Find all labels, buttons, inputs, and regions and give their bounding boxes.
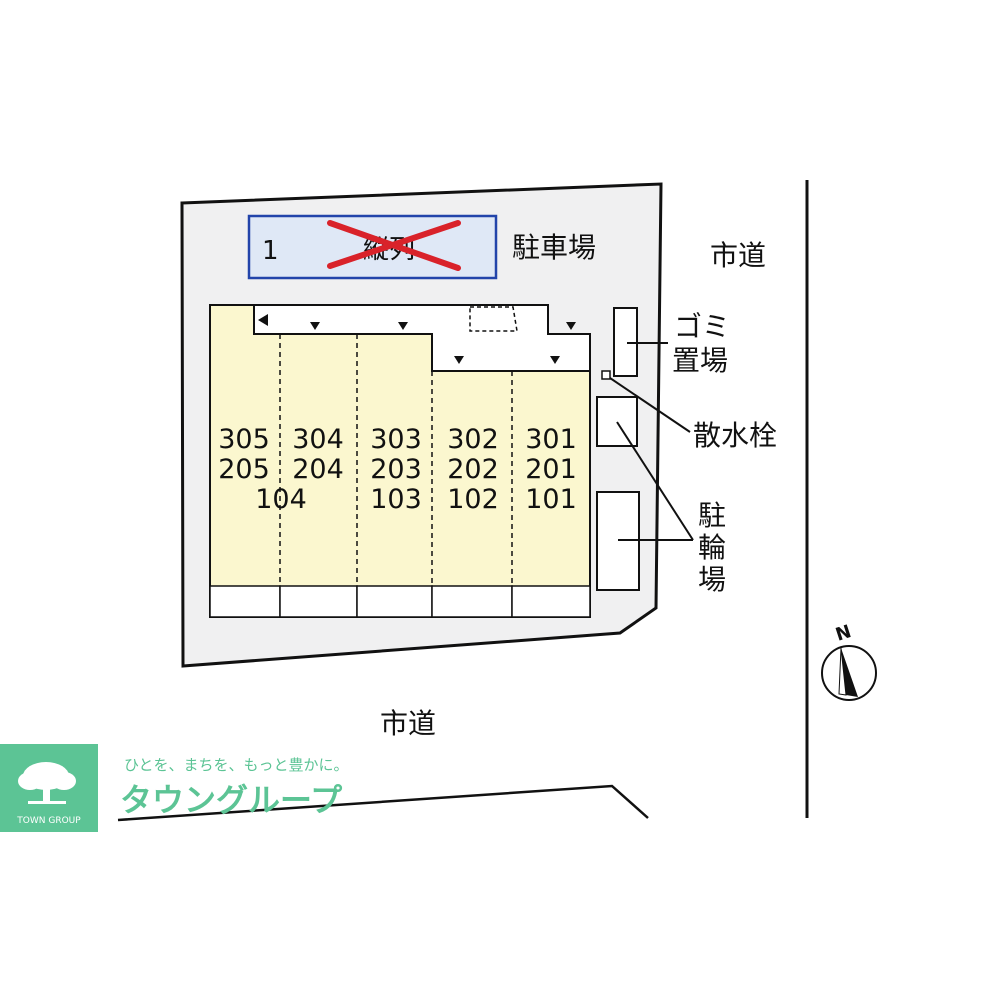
parking-cross-out — [327, 220, 461, 271]
unit-204: 204 — [292, 454, 344, 485]
unit-301: 301 — [525, 424, 577, 455]
unit-103: 103 — [370, 484, 422, 515]
unit-104: 104 — [255, 484, 307, 515]
unit-303: 303 — [370, 424, 422, 455]
bike-label-line3: 場 — [698, 563, 726, 596]
east-road-label: 市道 — [710, 239, 766, 272]
north-compass: N — [821, 621, 877, 701]
bike-parking-a — [596, 396, 638, 447]
unit-labels: 305 205 104 304 204 303 203 103 302 202 … — [218, 424, 577, 515]
brand-tagline: ひとを、まちを、もっと豊かに。 — [124, 756, 349, 774]
parking-space-number: 1 — [262, 236, 279, 266]
brand-name: タウングループ — [120, 781, 343, 819]
entrance-markers — [258, 314, 576, 364]
south-road-label: 市道 — [380, 707, 436, 740]
unit-203: 203 — [370, 454, 422, 485]
parking-label: 駐車場 — [512, 231, 596, 264]
balcony-row — [209, 585, 591, 618]
corridor — [253, 304, 591, 372]
south-road-edge — [117, 784, 649, 822]
unit-102: 102 — [447, 484, 499, 515]
bike-label-line2: 輪 — [698, 531, 726, 564]
logo-text: TOWN GROUP — [16, 816, 81, 826]
bike-label-line1: 駐 — [698, 499, 726, 532]
hydrant-marker — [601, 370, 611, 380]
tree-icon — [18, 762, 76, 804]
compass-north-label: N — [833, 621, 854, 646]
hydrant-label: 散水栓 — [693, 419, 777, 452]
unit-dividers — [279, 334, 513, 586]
unit-302: 302 — [447, 424, 499, 455]
brand-logo: TOWN GROUP ひとを、まちを、もっと豊かに。 タウングループ — [0, 744, 349, 832]
garbage-label-line1: ゴミ — [674, 310, 730, 343]
unit-304: 304 — [292, 424, 344, 455]
bike-parking-leaders — [616, 421, 694, 541]
unit-202: 202 — [447, 454, 499, 485]
garbage-label-line2: 置場 — [672, 344, 728, 377]
hydrant-leader — [609, 377, 691, 433]
unit-305: 305 — [218, 424, 270, 455]
stair-dashed — [469, 306, 518, 332]
unit-201: 201 — [525, 454, 577, 485]
unit-101: 101 — [525, 484, 577, 515]
unit-205: 205 — [218, 454, 270, 485]
